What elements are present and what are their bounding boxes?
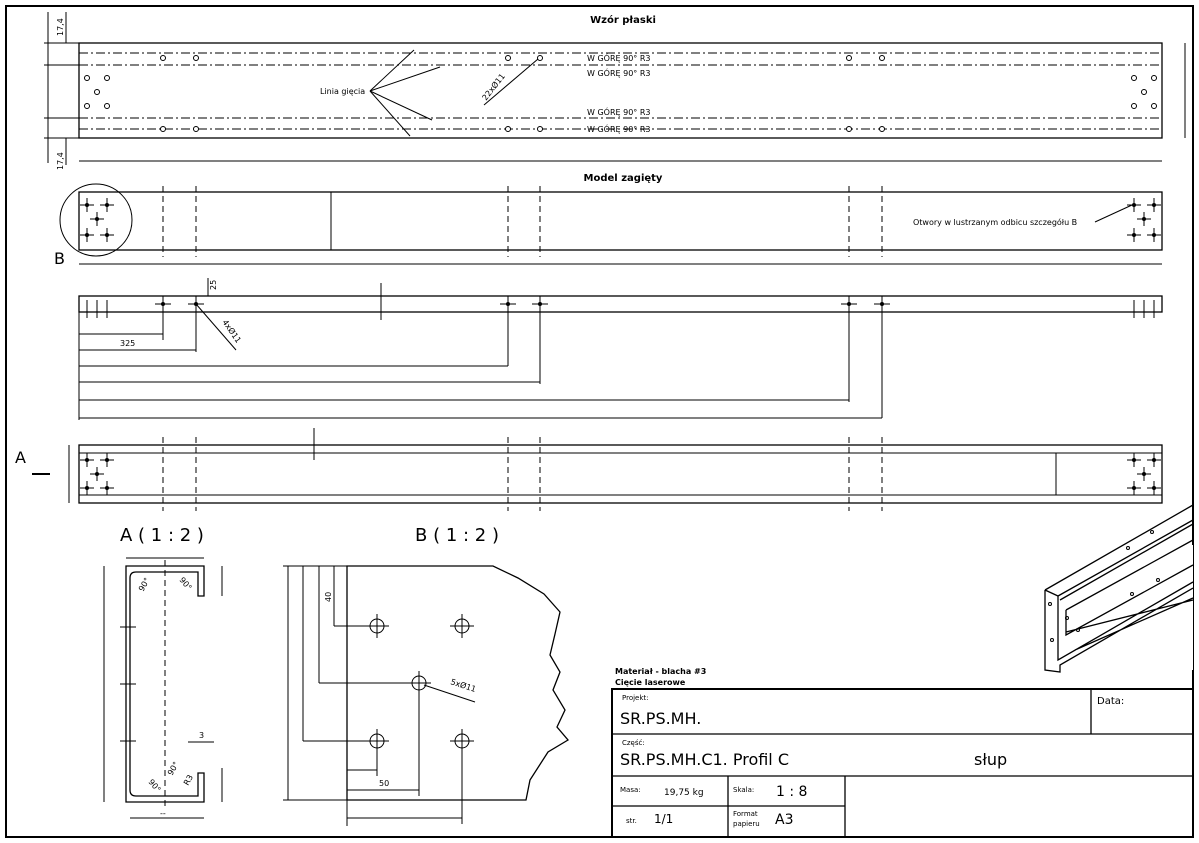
mirror-holes-note: Otwory w lustrzanym odbicu szczegółu B: [913, 217, 1077, 227]
flat-pattern-title: Wzór płaski: [590, 14, 656, 26]
detail-b-title: B ( 1 : 2 ): [415, 525, 499, 546]
dim-325: 325: [120, 339, 135, 348]
angle-90-bl: 90°: [146, 778, 162, 795]
bend-line-label: Linia gięcia: [320, 87, 365, 96]
bent-model-view: Model zagięty B Otwory w lustrzanym o: [54, 173, 1163, 268]
radius-r3: R3: [182, 773, 195, 787]
scale-value: 1 : 8: [776, 784, 807, 800]
scale-label: Skala:: [733, 786, 754, 794]
detail-b-view: B ( 1 : 2 ): [283, 525, 569, 826]
mass-value: 19,75 kg: [664, 788, 704, 798]
bottom-view: A: [15, 428, 1163, 511]
isometric-view: [1034, 504, 1194, 673]
material-label: Materiał - blacha #3: [615, 667, 706, 676]
side-holes-note: 4xØ11: [220, 317, 243, 344]
dim-25: 25: [209, 280, 218, 290]
detail-holes-note: 5xØ11: [449, 676, 477, 694]
project-value: SR.PS.MH.: [620, 709, 701, 728]
angle-90-tl: 90°: [137, 576, 152, 593]
page-value: 1/1: [654, 812, 673, 826]
flange-dim-bottom: 17,4: [56, 152, 65, 170]
page-label: str.: [626, 817, 637, 825]
mass-label: Masa:: [620, 786, 641, 794]
dim-width-short: --: [160, 809, 166, 818]
flat-pattern-outline: [78, 42, 1163, 139]
title-block: Materiał - blacha #3 Cięcie laserowe Pro…: [611, 667, 1194, 838]
format-label-2: papieru: [733, 820, 760, 828]
format-label-1: Format: [733, 810, 758, 818]
project-label: Projekt:: [622, 694, 649, 702]
angle-90-br: 90°: [166, 760, 181, 777]
view-label-b: B: [54, 249, 65, 268]
date-label: Data:: [1097, 696, 1124, 707]
view-label-a: A: [15, 448, 26, 467]
detail-a-view: A ( 1 : 2 ) 90° 90° 90° 90° R3 3 --: [103, 525, 223, 819]
bend-note-4: W GÓRĘ 90° R3: [587, 123, 650, 134]
dim-50: 50: [379, 779, 389, 788]
flange-dim-top: 17,4: [56, 18, 65, 36]
side-view: 25 325 4xØ11: [78, 278, 1163, 420]
process-label: Cięcie laserowe: [615, 678, 686, 687]
drawing-frame: [5, 5, 1194, 838]
angle-90-tr: 90°: [177, 576, 193, 593]
part-label: Część:: [622, 739, 645, 747]
bend-note-1: W GÓRĘ 90° R3: [587, 52, 650, 63]
detail-a-title: A ( 1 : 2 ): [120, 525, 204, 546]
bend-note-3: W GÓRĘ 90° R3: [587, 106, 650, 117]
format-value: A3: [775, 812, 793, 828]
dim-40: 40: [324, 592, 333, 602]
bend-note-2: W GÓRĘ 90° R3: [587, 67, 650, 78]
bent-model-title: Model zagięty: [584, 173, 663, 184]
dim-3: 3: [199, 731, 204, 740]
part-value: SR.PS.MH.C1. Profil C: [620, 750, 789, 769]
part-name: słup: [974, 750, 1007, 769]
flat-pattern-view: Wzór płaski W GÓRĘ 90° R3 W GÓRĘ 90° R3 …: [44, 12, 1186, 170]
detail-b-callout-circle: [59, 183, 133, 257]
